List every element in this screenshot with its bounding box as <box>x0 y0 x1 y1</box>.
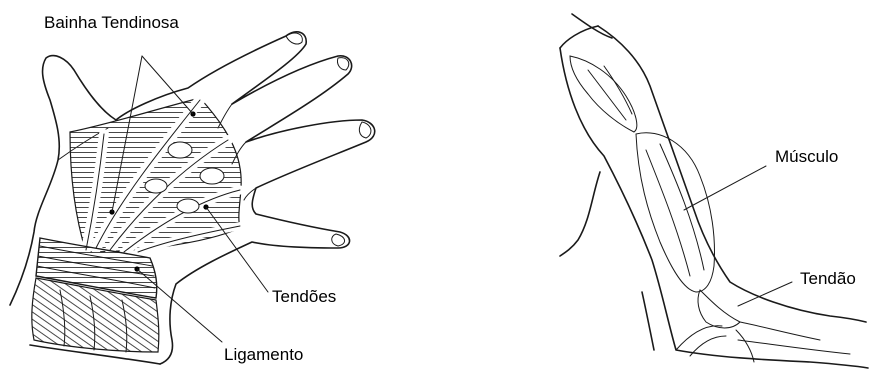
arm-leader-lines <box>684 166 792 306</box>
label-ligament: Ligamento <box>224 346 303 363</box>
label-tendons: Tendões <box>272 288 336 305</box>
elbow-tendon <box>698 290 740 328</box>
label-muscle: Músculo <box>775 148 838 165</box>
arm-drawing <box>560 14 868 368</box>
hand-drawing <box>10 32 375 364</box>
label-tendon: Tendão <box>800 270 856 287</box>
label-tendon-sheath: Bainha Tendinosa <box>44 14 179 31</box>
